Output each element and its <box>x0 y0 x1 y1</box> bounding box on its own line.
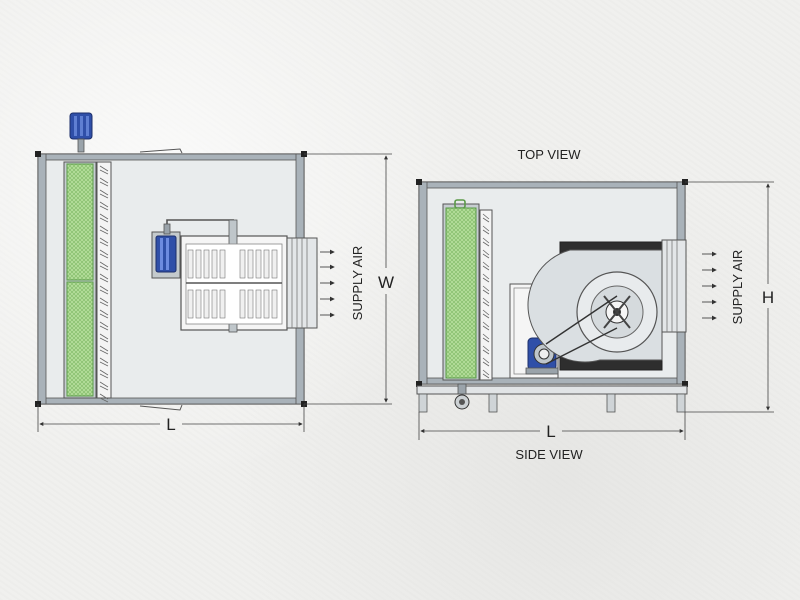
louvre-blade <box>99 285 109 295</box>
fan-vane <box>195 289 202 319</box>
top-length-dimension <box>37 404 305 432</box>
louvre-blade <box>99 345 109 355</box>
louvre-blade <box>99 177 109 187</box>
fan-vane <box>247 289 254 319</box>
louvre-blade <box>482 261 490 271</box>
side-pump-icon <box>454 383 470 410</box>
fan-vane <box>271 289 278 319</box>
louvre-blade <box>482 273 490 283</box>
top-supply-air-label: SUPPLY AIR <box>350 246 365 321</box>
top-mist-eliminator <box>96 161 112 403</box>
side-mist-eliminator <box>479 209 493 381</box>
louvre-blade <box>482 225 490 235</box>
fan-vane <box>211 289 218 319</box>
side-blower-icon <box>527 239 687 371</box>
top-view: SUPPLY AIR W L <box>35 112 394 434</box>
louvre-blade <box>99 297 109 307</box>
louvre-blade <box>99 249 109 259</box>
side-base-frame <box>416 385 688 413</box>
louvre-blade <box>99 357 109 367</box>
width-dimension <box>304 153 392 405</box>
louvre-blade <box>482 249 490 259</box>
louvre-blade <box>482 369 490 379</box>
louvre-blade <box>99 369 109 379</box>
louvre-blade <box>482 333 490 343</box>
louvre-blade <box>99 333 109 343</box>
top-filter-pad-lower <box>66 281 94 397</box>
louvre-blade <box>482 213 490 223</box>
louvre-blade <box>482 321 490 331</box>
fan-vane <box>255 289 262 319</box>
top-view-title: TOP VIEW <box>517 147 581 162</box>
fan-vane <box>239 249 246 279</box>
side-view-title: SIDE VIEW <box>515 447 583 462</box>
top-supply-air-arrows <box>320 249 335 318</box>
fan-vane <box>195 249 202 279</box>
fan-vane <box>219 289 226 319</box>
louvre-blade <box>99 309 109 319</box>
louvre-blade <box>482 345 490 355</box>
fan-vane <box>247 249 254 279</box>
side-filter-pad <box>445 207 477 379</box>
louvre-blade <box>99 273 109 283</box>
fan-vane <box>187 249 194 279</box>
louvre-blade <box>99 213 109 223</box>
fan-vane <box>187 289 194 319</box>
louvre-blade <box>99 261 109 271</box>
height-dimension-label: H <box>762 288 774 307</box>
side-length-dimension <box>418 412 686 440</box>
top-fan-assembly <box>151 219 318 333</box>
fan-vane <box>255 249 262 279</box>
louvre-blade <box>99 381 109 391</box>
fan-vane <box>263 249 270 279</box>
fan-vane <box>203 249 210 279</box>
pump-motor-icon <box>69 112 93 153</box>
louvre-blade <box>99 321 109 331</box>
fan-vane <box>263 289 270 319</box>
louvre-blade <box>482 309 490 319</box>
side-supply-air-label: SUPPLY AIR <box>730 250 745 325</box>
louvre-blade <box>99 201 109 211</box>
side-supply-air-arrows <box>702 251 717 321</box>
top-length-dimension-label: L <box>166 415 175 434</box>
louvre-blade <box>99 393 109 403</box>
top-filter-pad-upper <box>66 163 94 281</box>
louvre-blade <box>482 237 490 247</box>
fan-vane <box>219 249 226 279</box>
fan-vane <box>239 289 246 319</box>
fan-vane <box>271 249 278 279</box>
side-view: SUPPLY AIR H L <box>416 179 774 441</box>
louvre-blade <box>482 357 490 367</box>
louvre-blade <box>99 165 109 175</box>
fan-vane <box>211 249 218 279</box>
width-dimension-label: W <box>378 273 394 292</box>
height-dimension <box>685 181 774 413</box>
louvre-blade <box>482 285 490 295</box>
side-length-dimension-label: L <box>546 422 555 441</box>
louvre-blade <box>482 297 490 307</box>
fan-vane <box>203 289 210 319</box>
louvre-blade <box>99 189 109 199</box>
louvre-blade <box>99 225 109 235</box>
louvre-blade <box>99 237 109 247</box>
